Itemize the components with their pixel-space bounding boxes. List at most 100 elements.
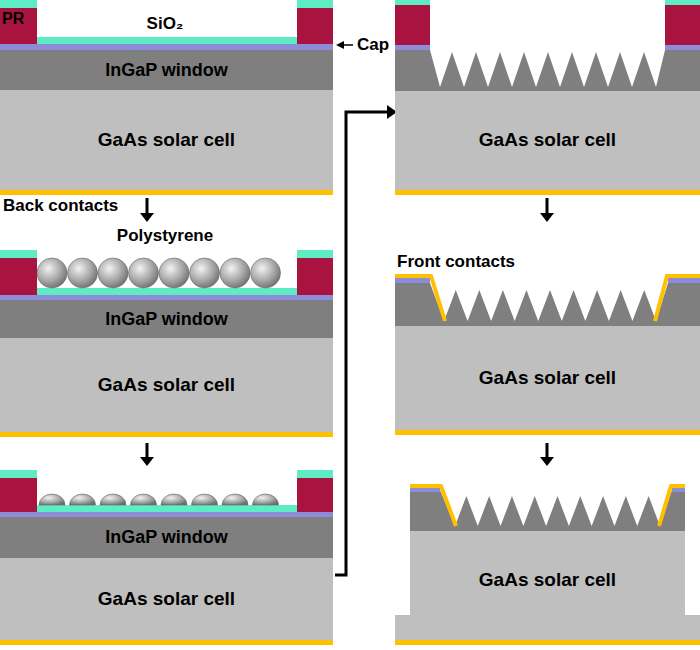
polystyrene-sphere (68, 258, 98, 288)
ingap-layer (0, 300, 333, 338)
cell-layer: GaAs solar cell (410, 545, 685, 615)
back-contact (395, 190, 700, 195)
back-contact (0, 432, 333, 437)
sio2-layer (297, 250, 333, 258)
cap-layer (672, 488, 685, 492)
photoresist (665, 5, 700, 45)
sio2-layer (0, 250, 37, 258)
step-arrow-shaft (546, 443, 549, 458)
cap-layer (668, 278, 700, 283)
leader-arrowhead (336, 41, 344, 49)
step-arrow-shaft (146, 443, 149, 458)
back-contact (0, 640, 333, 645)
step-label: Back contacts (3, 196, 118, 216)
front-contact (395, 276, 445, 321)
cell-layer: GaAs solar cell (0, 558, 333, 640)
step-arrow-head (140, 457, 154, 466)
polystyrene-sphere (37, 258, 67, 288)
photoresist (0, 478, 37, 512)
cap-layer (395, 278, 430, 283)
window-layer: InGaP window (0, 517, 333, 558)
cap-layer (665, 45, 700, 50)
gaas-layer (395, 325, 700, 430)
layer-label: InGaP window (105, 309, 228, 330)
ingap-layer (0, 517, 333, 558)
sio2-layer (0, 470, 37, 478)
mesa-gaas (395, 530, 700, 640)
front-contact (655, 276, 700, 321)
photoresist (0, 8, 37, 44)
step-arrow-head (540, 213, 554, 222)
etched-sphere (70, 494, 96, 505)
etched-sphere (161, 494, 187, 505)
photoresist (0, 258, 37, 295)
layer-label: GaAs solar cell (479, 367, 616, 389)
photoresist-block: PR (0, 8, 37, 44)
back-contact (395, 640, 700, 645)
sio2-layer (395, 0, 430, 5)
polystyrene-sphere (251, 258, 281, 288)
sio2-layer (37, 288, 297, 295)
etched-sphere (100, 494, 126, 505)
window-layer: InGaP window (0, 300, 333, 338)
textured-ingap (395, 50, 700, 91)
photoresist (395, 5, 430, 45)
polystyrene-sphere (159, 258, 189, 288)
polystyrene-sphere (129, 258, 159, 288)
sio2-layer (37, 505, 297, 512)
cap-layer (395, 45, 430, 50)
window-layer: InGaP window (0, 50, 333, 90)
ingap-layer (0, 50, 333, 90)
layer-label: GaAs solar cell (98, 374, 235, 396)
etched-sphere (222, 494, 248, 505)
step-arrow-head (140, 213, 154, 222)
etched-sphere (39, 494, 65, 505)
flow-arrow-line (335, 112, 388, 575)
cap-layer (0, 44, 333, 50)
back-contact (0, 190, 333, 195)
photoresist (297, 478, 333, 512)
photoresist (297, 8, 333, 44)
cap-layer (410, 488, 440, 492)
step-arrow-shaft (146, 198, 149, 214)
layer-label: InGaP window (105, 60, 228, 81)
cap-label: Cap (357, 35, 389, 55)
etched-sphere (253, 494, 279, 505)
gaas-layer (395, 90, 700, 190)
back-contact (395, 430, 700, 435)
front-contact (659, 486, 685, 526)
etched-sphere (131, 494, 157, 505)
gaas-layer (0, 90, 333, 190)
layer-label: PR (2, 10, 24, 28)
material-label: Polystyrene (90, 226, 240, 246)
gaas-layer (0, 558, 333, 640)
layer-label: InGaP window (105, 527, 228, 548)
cap-layer (0, 295, 333, 300)
layer-label: GaAs solar cell (479, 129, 616, 151)
sio2-layer (665, 0, 700, 5)
front-contact (410, 486, 456, 526)
polystyrene-sphere (98, 258, 128, 288)
sio2-layer (297, 0, 333, 8)
cell-layer: GaAs solar cell (0, 90, 333, 190)
layer-label: GaAs solar cell (479, 569, 616, 591)
cap-layer (0, 512, 333, 517)
etched-sphere (192, 494, 218, 505)
cell-layer: GaAs solar cell (395, 325, 700, 430)
material-label: SiO₂ (90, 14, 240, 34)
sio2-layer (297, 470, 333, 478)
leader-line (343, 44, 353, 46)
polystyrene-sphere (220, 258, 250, 288)
step-arrow-shaft (546, 198, 549, 214)
polystyrene-sphere (190, 258, 220, 288)
sio2-layer (0, 0, 37, 8)
layer-label: GaAs solar cell (98, 129, 235, 151)
cell-layer: GaAs solar cell (395, 90, 700, 190)
gaas-layer (0, 338, 333, 432)
step-arrow-head (540, 457, 554, 466)
cell-layer: GaAs solar cell (0, 338, 333, 432)
sio2-layer (37, 37, 297, 44)
step-label: Front contacts (397, 252, 515, 272)
